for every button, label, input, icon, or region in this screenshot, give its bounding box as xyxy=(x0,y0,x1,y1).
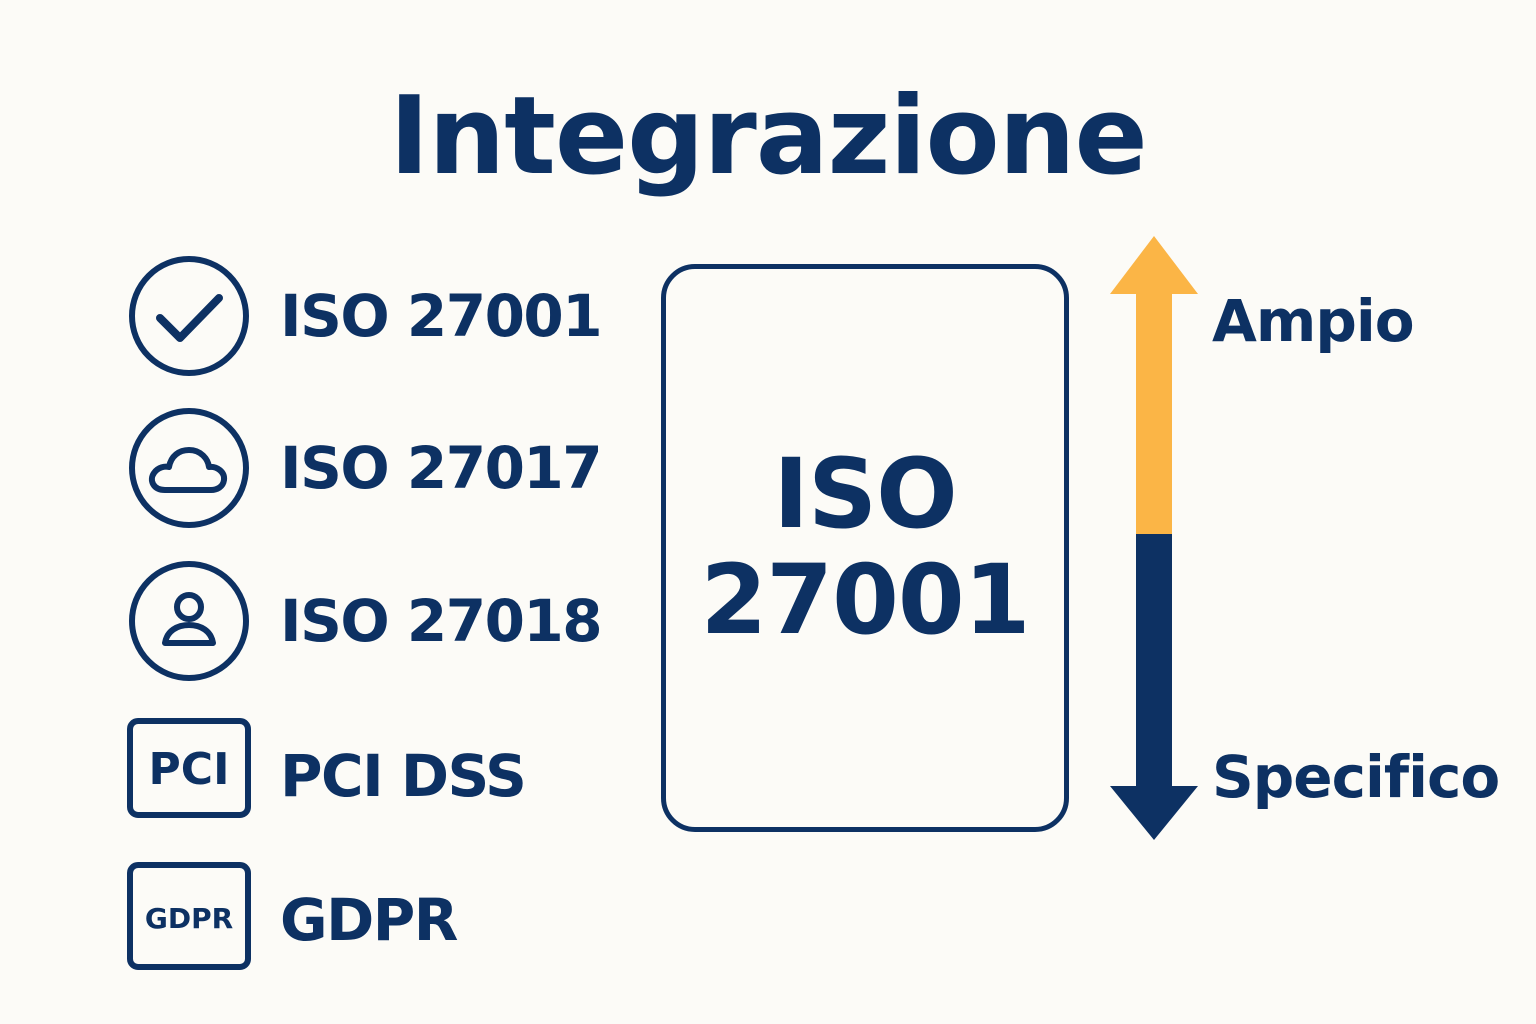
standard-label: GDPR xyxy=(280,886,458,954)
arrow-up-head xyxy=(1110,236,1198,294)
standard-item-iso-27018: ISO 27018 xyxy=(127,559,603,683)
checkmark-circle-icon xyxy=(127,254,251,378)
standard-label: PCI DSS xyxy=(280,742,527,810)
core-standard-line1: ISO xyxy=(773,438,957,551)
standard-item-pci-dss: PCI PCI DSS xyxy=(127,714,587,838)
gdpr-badge-text: GDPR xyxy=(145,902,233,935)
diagram-title: Integrazione xyxy=(389,74,1148,199)
pci-badge-text: PCI xyxy=(149,744,230,795)
gdpr-badge-icon: GDPR xyxy=(127,858,251,982)
user-circle-icon xyxy=(127,559,251,683)
core-standard-line2: 27001 xyxy=(700,544,1031,656)
scope-arrow xyxy=(1108,234,1200,842)
standard-label: ISO 27018 xyxy=(280,587,603,655)
arrow-lower-shaft xyxy=(1136,534,1172,790)
arrow-down-head xyxy=(1110,786,1198,840)
pci-badge-icon: PCI xyxy=(127,714,251,838)
core-standard-text: ISO 27001 xyxy=(700,438,1031,656)
standard-item-gdpr: GDPR GDPR xyxy=(127,858,587,982)
cloud-circle-icon xyxy=(127,406,251,530)
standard-label: ISO 27017 xyxy=(280,434,603,502)
standard-item-iso-27001: ISO 27001 xyxy=(127,254,603,378)
core-standard-box: ISO 27001 xyxy=(661,264,1069,832)
scale-label-broad: Ampio xyxy=(1212,287,1415,355)
scale-label-specific: Specifico xyxy=(1212,743,1500,811)
standard-item-iso-27017: ISO 27017 xyxy=(127,406,603,530)
standard-label: ISO 27001 xyxy=(280,282,603,350)
arrow-upper-shaft xyxy=(1136,292,1172,534)
